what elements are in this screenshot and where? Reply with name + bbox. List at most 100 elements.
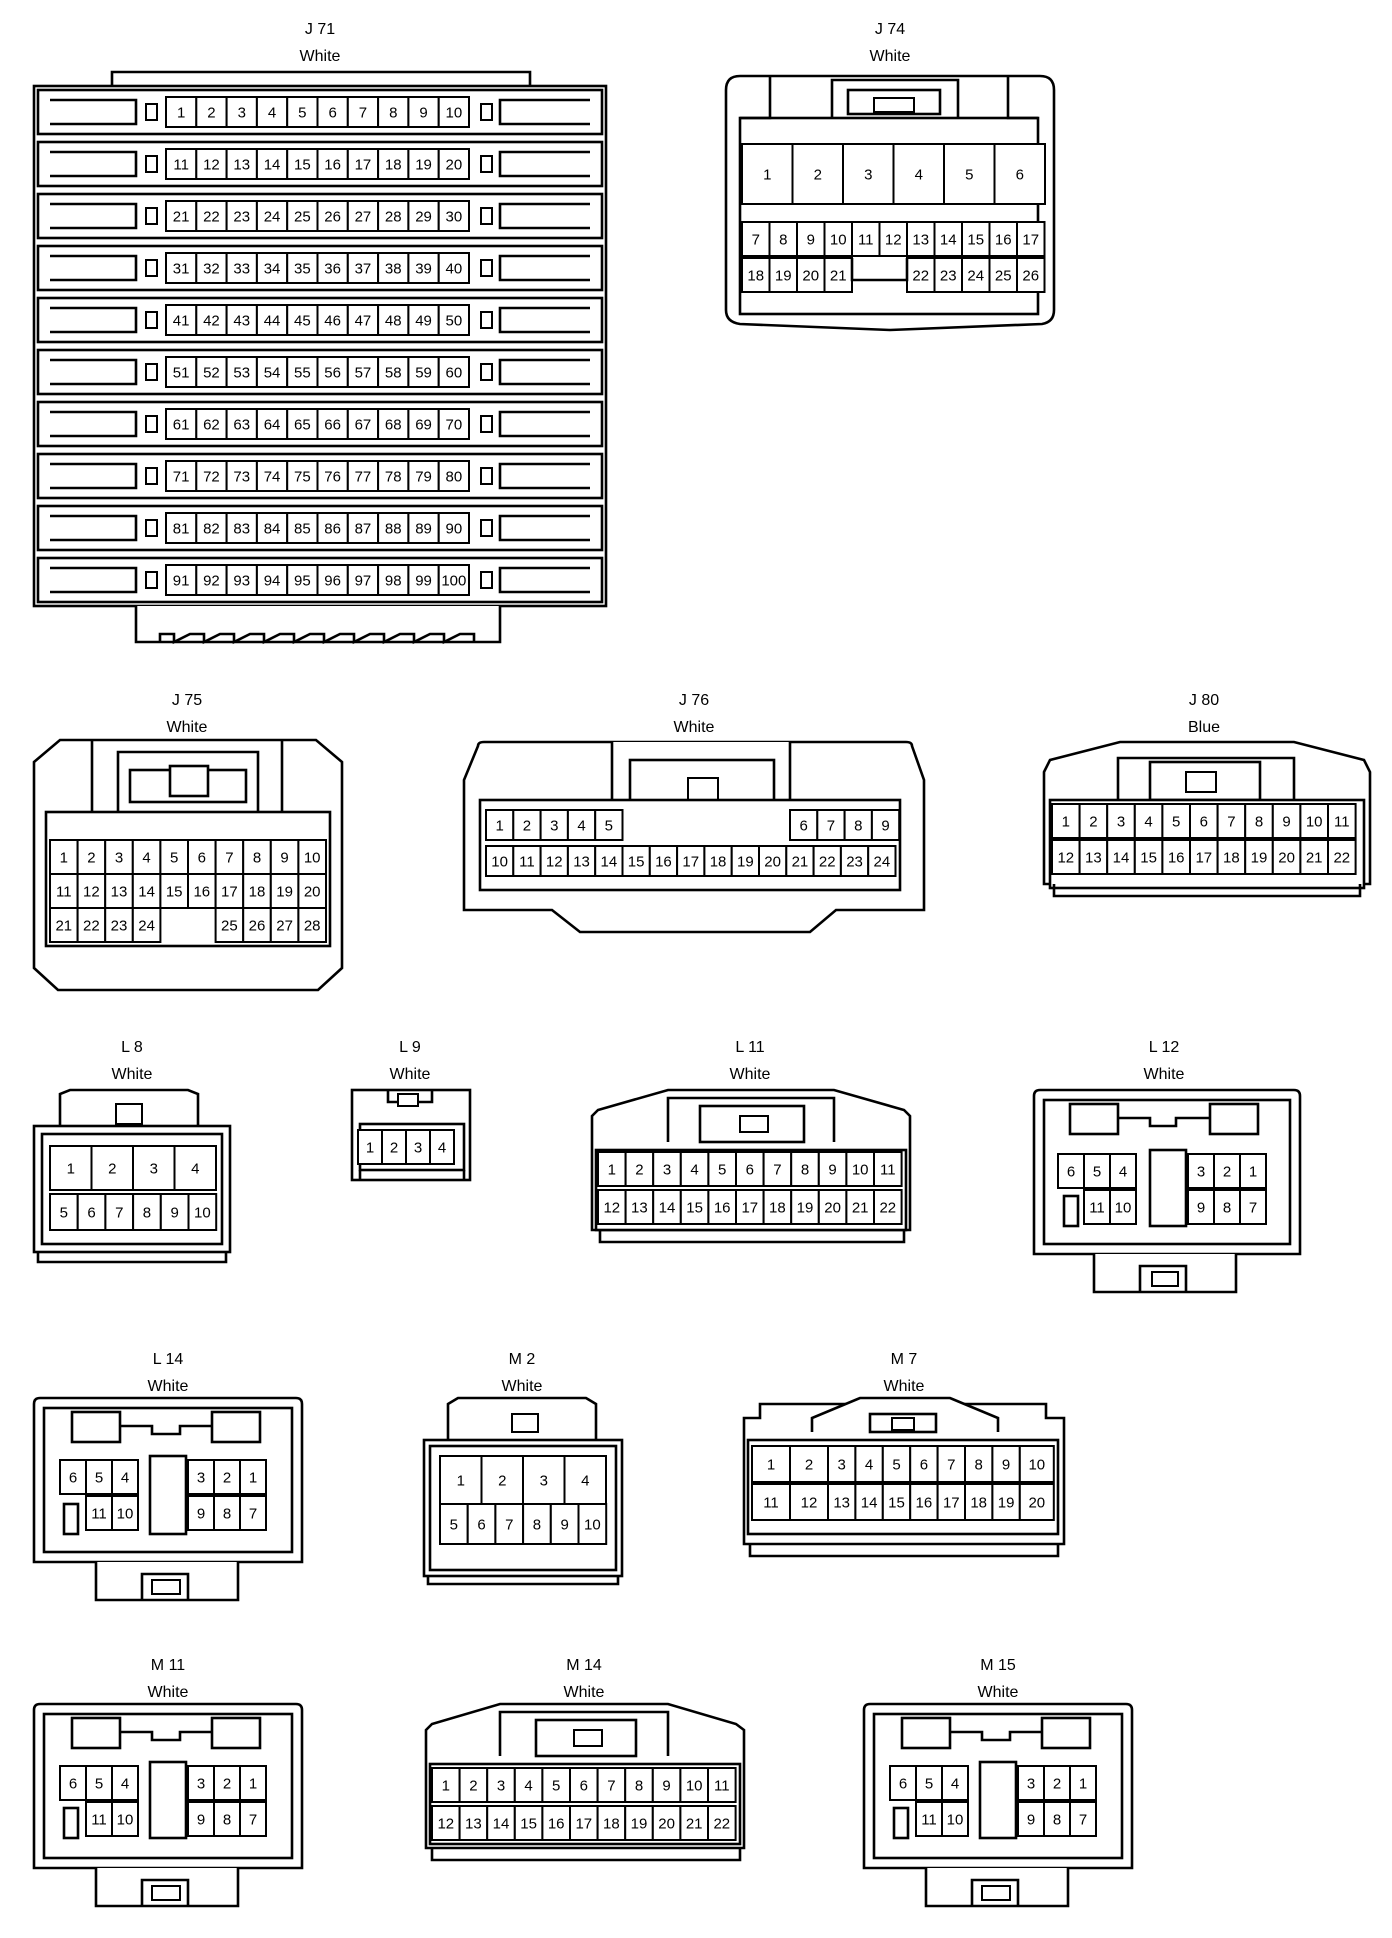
pin-number: 13 — [111, 884, 128, 901]
lock-slot — [739, 1115, 769, 1133]
pin-number: 68 — [385, 417, 402, 434]
pin-number: 8 — [854, 818, 862, 835]
pin-box — [437, 408, 471, 440]
pin-cavity: 33 — [225, 252, 258, 284]
pin-cavity: 76 — [316, 460, 349, 492]
pin-cavity: 16 — [909, 1483, 939, 1521]
pin-number: 86 — [324, 521, 341, 538]
latch-tab — [498, 410, 590, 438]
pin-box — [159, 873, 189, 909]
pin-box — [437, 460, 471, 492]
pin-number: 80 — [446, 469, 463, 486]
pin-cavity: 7 — [239, 1801, 267, 1837]
pin-box — [214, 839, 245, 875]
lock-slot — [62, 1806, 80, 1840]
pin-number: 24 — [264, 209, 281, 226]
pin-number: 19 — [631, 1816, 648, 1833]
pin-cavity: 6 — [1189, 803, 1219, 839]
base-ledge — [1052, 884, 1362, 898]
pin-box — [286, 304, 319, 336]
pin-box — [111, 1459, 139, 1495]
pin-cavity: 19 — [790, 1189, 820, 1225]
pin-number: 79 — [415, 469, 432, 486]
lock-slot — [145, 259, 158, 277]
lock-slot — [480, 571, 493, 589]
pin-box — [239, 1801, 267, 1837]
pin-cavity: 13 — [827, 1483, 857, 1521]
pin-box — [851, 221, 881, 257]
pin-cavity: 5 — [439, 1503, 469, 1545]
pin-box — [991, 1483, 1021, 1521]
pin-number: 8 — [253, 850, 261, 867]
pin-cavity: 13 — [104, 873, 134, 909]
pin-cavity: 7 — [762, 1151, 793, 1187]
pin-cavity: 9 — [1271, 803, 1302, 839]
pin-box — [796, 221, 826, 257]
pin-box — [225, 200, 258, 232]
pin-box — [132, 1145, 176, 1191]
pin-cavity: 18 — [964, 1483, 994, 1521]
pin-number: 13 — [1085, 850, 1102, 867]
lock-slot — [145, 571, 158, 589]
side-rails — [740, 76, 1038, 120]
center-key — [978, 1760, 1018, 1840]
pin-box — [1016, 257, 1046, 293]
pin-number: 7 — [1249, 1200, 1257, 1217]
pin-cavity: 10 — [297, 839, 327, 875]
pin-number: 8 — [801, 1162, 809, 1179]
pin-number: 77 — [355, 469, 372, 486]
pin-number: 15 — [888, 1495, 905, 1512]
pin-number: 18 — [769, 1200, 786, 1217]
pin-cavity: 2 — [1078, 803, 1109, 839]
pin-cavity: 19 — [991, 1483, 1021, 1521]
latch-block — [70, 1410, 122, 1444]
pin-box — [255, 512, 289, 544]
pin-cavity: 57 — [346, 356, 380, 388]
pin-cavity: 64 — [255, 408, 289, 440]
pin-cavity: 20 — [817, 1189, 848, 1225]
pin-cavity: 8 — [377, 96, 410, 128]
pin-number: 88 — [385, 521, 402, 538]
pin-number: 5 — [95, 1776, 103, 1793]
pin-number: 6 — [1067, 1164, 1075, 1181]
pin-cavity: 19 — [1244, 839, 1274, 875]
pin-cavity: 52 — [195, 356, 228, 388]
lock-slot — [480, 363, 493, 381]
pin-cavity: 11 — [707, 1767, 737, 1803]
pin-box — [437, 252, 471, 284]
pin-number: 15 — [166, 884, 183, 901]
pin-cavity: 24 — [255, 200, 289, 232]
connector-id: J 76 — [679, 692, 709, 709]
pin-number: 11 — [56, 884, 72, 901]
pin-cavity: 45 — [286, 304, 319, 336]
pin-cavity: 67 — [346, 408, 380, 440]
pin-cavity: 56 — [316, 356, 349, 388]
pin-cavity: 75 — [286, 460, 319, 492]
pin-number: 8 — [1223, 1200, 1231, 1217]
pin-cavity: 11 — [751, 1483, 791, 1521]
pin-number: 14 — [861, 1495, 878, 1512]
pin-cavity: 11 — [873, 1151, 903, 1187]
pin-number: 15 — [520, 1816, 537, 1833]
pin-cavity: 10 — [111, 1495, 139, 1531]
lock-slot — [145, 311, 158, 329]
pin-number: 20 — [446, 157, 463, 174]
pin-number: 4 — [268, 105, 276, 122]
pin-cavity: 91 — [165, 564, 198, 596]
pin-number: 6 — [69, 1776, 77, 1793]
pin-number: 10 — [491, 854, 508, 871]
lock-slot — [115, 1103, 143, 1125]
pin-box — [407, 408, 440, 440]
lock-slot — [480, 415, 493, 433]
pin-number: 90 — [446, 521, 463, 538]
pin-number: 3 — [115, 850, 123, 867]
pin-box — [485, 845, 515, 877]
pin-cavity: 97 — [346, 564, 380, 596]
pin-number: 8 — [1255, 814, 1263, 831]
pin-cavity: 6 — [1057, 1153, 1085, 1189]
latch-block — [1040, 1716, 1092, 1750]
pin-number: 22 — [203, 209, 220, 226]
